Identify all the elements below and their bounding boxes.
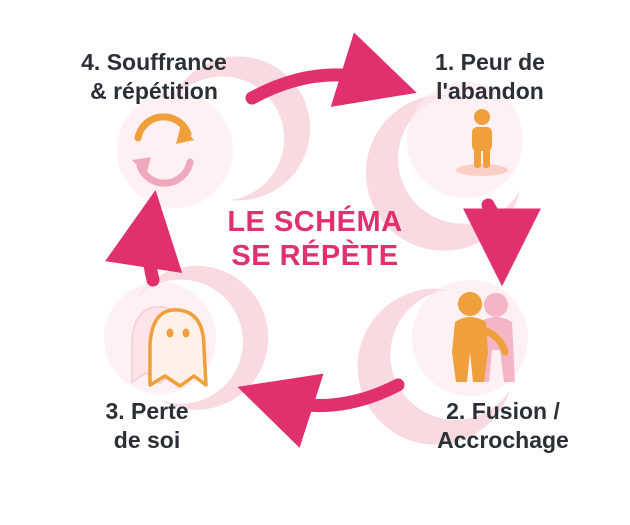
arrow-step3-to-step4 [105,190,183,287]
center-title-line1: LE SCHÉMA [227,206,403,238]
arrow-step1-to-step2 [462,198,541,287]
step1-label-line1: 1. Peur de [435,49,545,75]
center-title: LE SCHÉMA SE RÉPÈTE [195,205,435,273]
embracing-people-icon [452,292,515,382]
step3-label-line2: de soi [113,427,181,453]
standing-person-icon [456,109,508,176]
step2-label: 2. Fusion / Accrochage [388,397,618,455]
center-title-line2: SE RÉPÈTE [231,240,399,272]
step3-label: 3. Perte de soi [72,397,222,455]
arrow-step2-to-step3 [237,373,405,448]
step4-label-line1: 4. Souffrance [81,49,227,75]
step3-label-line1: 3. Perte [105,398,189,424]
step1-label-line2: l'abandon [436,78,544,104]
step4-label: 4. Souffrance & répétition [36,48,272,106]
arrow-step4-to-step1 [245,32,417,107]
ghost-icon [131,305,208,388]
step4-label-line2: & répétition [90,78,218,104]
step1-label: 1. Peur de l'abandon [390,48,590,106]
step2-label-line1: 2. Fusion / [446,398,560,424]
step2-label-line2: Accrochage [437,427,569,453]
cycle-arrows-icon [132,113,194,187]
